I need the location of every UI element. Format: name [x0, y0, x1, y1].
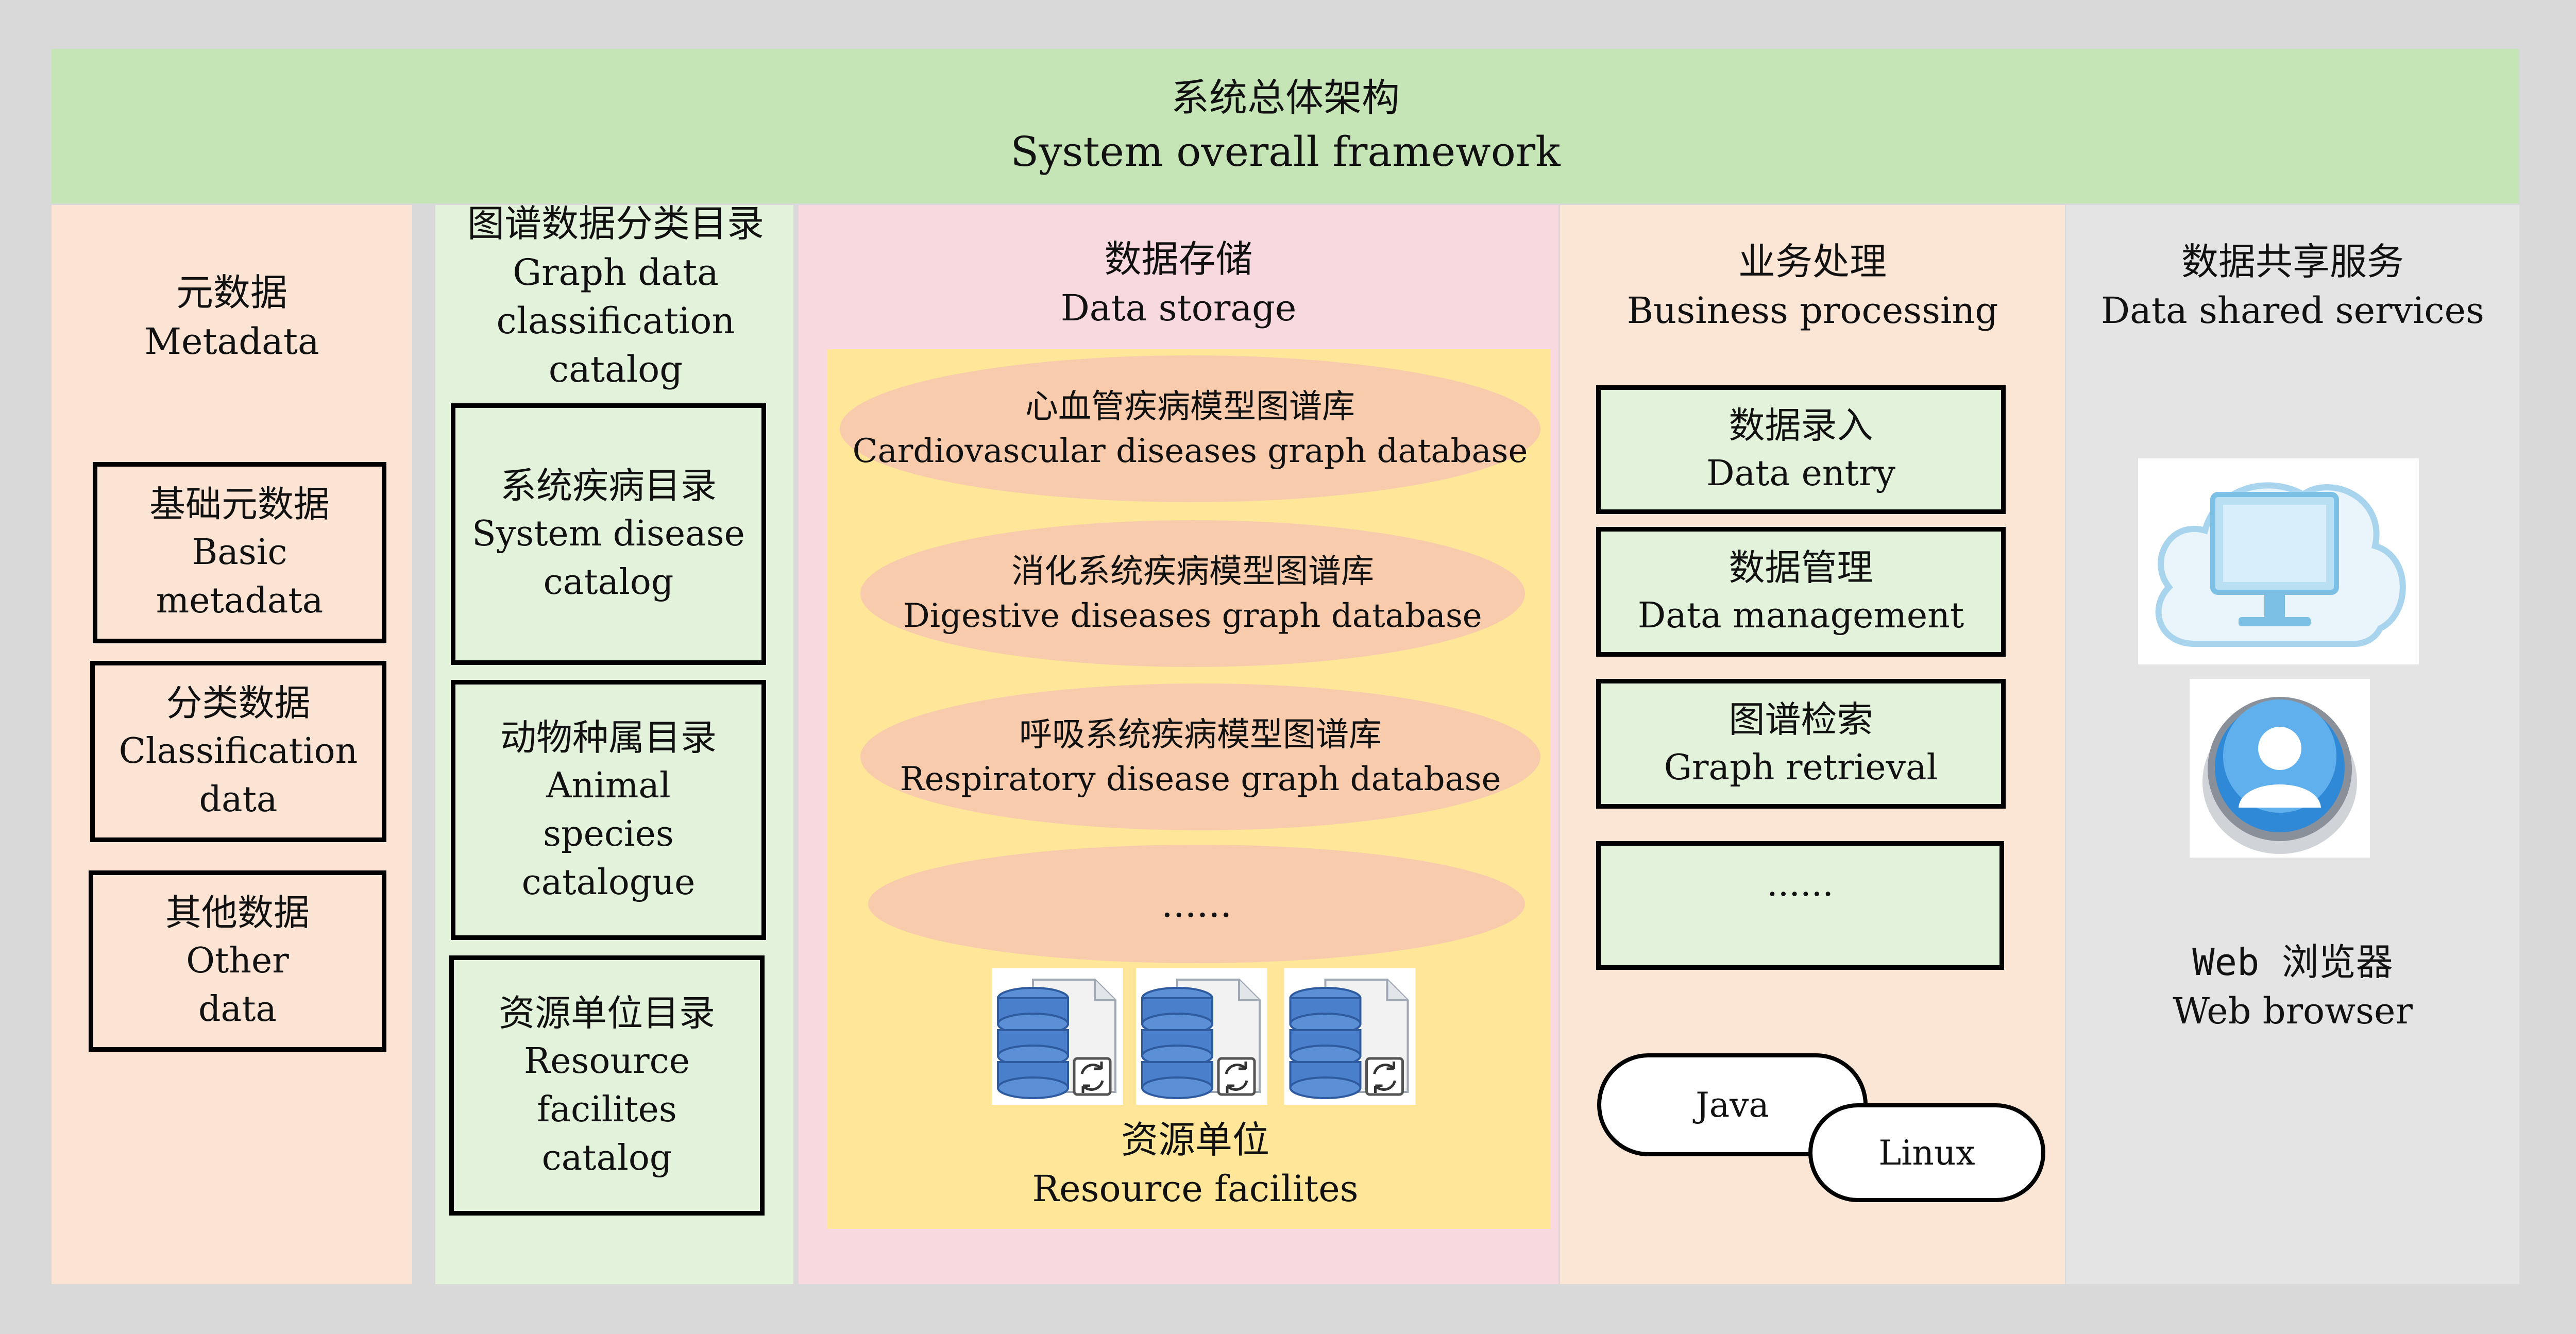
metadata-title-zh: 元数据 — [176, 271, 287, 314]
web-browser-en: Web browser — [2173, 990, 2413, 1032]
data-entry-en: Data entry — [1706, 453, 1895, 494]
data-management-en: Data management — [1637, 595, 1964, 636]
web-browser-label: Web 浏览器 Web browser — [2066, 935, 2519, 1038]
respiratory-db-zh: 呼吸系统疾病模型图谱库 — [1019, 715, 1382, 754]
catalog-title: 图谱数据分类目录 Graph data classification catal… — [435, 202, 796, 390]
storage-title-zh: 数据存储 — [1104, 237, 1253, 281]
classification-data-zh: 分类数据 — [166, 682, 311, 724]
animal-species-catalogue-en-2: species — [543, 813, 674, 854]
resource-facilites-catalog-en-3: catalog — [541, 1137, 672, 1178]
data-management-zh: 数据管理 — [1728, 546, 1873, 589]
basic-metadata-box: 基础元数据 Basic metadata — [93, 462, 386, 643]
system-disease-catalog-zh: 系统疾病目录 — [500, 465, 717, 507]
cloud-computer-icon — [2138, 458, 2419, 664]
resource-facilites-catalog-en-2: facilites — [537, 1089, 677, 1130]
user-avatar-icon — [2190, 679, 2370, 858]
linux-pill: Linux — [1808, 1103, 2045, 1202]
data-entry-zh: 数据录入 — [1728, 404, 1873, 447]
metadata-title-en: Metadata — [144, 320, 319, 363]
system-disease-catalog-en-1: System disease — [472, 514, 745, 554]
more-business-box: ...... — [1596, 841, 2004, 970]
digestive-db-en: Digestive diseases graph database — [903, 596, 1482, 635]
resource-facilites-en: Resource facilites — [1032, 1168, 1359, 1210]
system-disease-catalog-box: 系统疾病目录 System disease catalog — [451, 403, 766, 665]
business-title-zh: 业务处理 — [1738, 240, 1887, 283]
business-title: 业务处理 Business processing — [1560, 234, 2065, 337]
system-disease-catalog-en-2: catalog — [543, 562, 674, 603]
cardiovascular-graph-database: 心血管疾病模型图谱库 Cardiovascular diseases graph… — [840, 355, 1540, 502]
other-data-box: 其他数据 Other data — [89, 870, 386, 1052]
classification-data-box: 分类数据 Classification data — [90, 661, 386, 842]
catalog-title-en-1: Graph data — [513, 251, 719, 294]
storage-title-en: Data storage — [1060, 287, 1297, 329]
resource-facilites-catalog-zh: 资源单位目录 — [499, 991, 715, 1034]
catalog-title-en-2: classification catalog — [496, 300, 735, 390]
resource-facilites-zh: 资源单位 — [1121, 1118, 1269, 1161]
sharing-title-zh: 数据共享服务 — [2181, 240, 2404, 283]
digestive-db-zh: 消化系统疾病模型图谱库 — [1011, 552, 1374, 591]
basic-metadata-en-2: metadata — [156, 580, 324, 621]
cardiovascular-db-en: Cardiovascular diseases graph database — [852, 432, 1528, 470]
catalog-title-zh: 图谱数据分类目录 — [467, 202, 764, 245]
graph-retrieval-en: Graph retrieval — [1664, 747, 1938, 788]
more-db-ellipsis: ...... — [1161, 882, 1232, 926]
web-browser-zh: Web 浏览器 — [2192, 940, 2393, 984]
storage-title: 数据存储 Data storage — [799, 232, 1558, 335]
sharing-title: 数据共享服务 Data shared services — [2066, 234, 2519, 337]
animal-species-catalogue-en-1: Animal — [546, 765, 671, 806]
graph-retrieval-zh: 图谱检索 — [1728, 698, 1873, 741]
resource-facilites-catalog-en-1: Resource — [524, 1040, 690, 1082]
business-title-en: Business processing — [1626, 289, 1998, 332]
database-sync-icon — [992, 968, 1123, 1105]
digestive-graph-database: 消化系统疾病模型图谱库 Digestive diseases graph dat… — [860, 520, 1525, 667]
database-sync-icon — [1136, 968, 1267, 1105]
cardiovascular-db-zh: 心血管疾病模型图谱库 — [1025, 387, 1355, 426]
sharing-title-en: Data shared services — [2101, 289, 2484, 332]
more-graph-databases: ...... — [868, 845, 1525, 963]
animal-species-catalogue-zh: 动物种属目录 — [500, 716, 717, 759]
animal-species-catalogue-box: 动物种属目录 Animal species catalogue — [451, 680, 766, 940]
data-entry-box: 数据录入 Data entry — [1596, 385, 2006, 514]
other-data-zh: 其他数据 — [165, 892, 310, 934]
database-sync-icon — [1284, 968, 1416, 1105]
other-data-en-1: Other — [186, 940, 289, 981]
graph-retrieval-box: 图谱检索 Graph retrieval — [1596, 679, 2006, 809]
resource-facilites-label: 资源单位 Resource facilites — [827, 1113, 1564, 1216]
classification-data-en-2: data — [199, 779, 278, 820]
other-data-en-2: data — [198, 989, 277, 1030]
data-management-box: 数据管理 Data management — [1596, 527, 2006, 657]
header-title-en: System overall framework — [1010, 128, 1561, 176]
classification-data-en-1: Classification — [118, 731, 358, 772]
respiratory-db-en: Respiratory disease graph database — [900, 760, 1501, 798]
resource-facilites-catalog-box: 资源单位目录 Resource facilites catalog — [449, 955, 765, 1216]
framework-header: 系统总体架构 System overall framework — [52, 49, 2519, 203]
basic-metadata-en-1: Basic — [192, 532, 287, 573]
basic-metadata-zh: 基础元数据 — [149, 483, 330, 525]
java-label: Java — [1696, 1085, 1769, 1125]
animal-species-catalogue-en-3: catalogue — [521, 862, 696, 903]
more-business-ellipsis: ...... — [1767, 864, 1834, 904]
header-title-zh: 系统总体架构 — [1171, 76, 1400, 120]
metadata-title: 元数据 Metadata — [52, 265, 412, 368]
linux-label: Linux — [1878, 1133, 1975, 1173]
respiratory-graph-database: 呼吸系统疾病模型图谱库 Respiratory disease graph da… — [860, 683, 1540, 830]
